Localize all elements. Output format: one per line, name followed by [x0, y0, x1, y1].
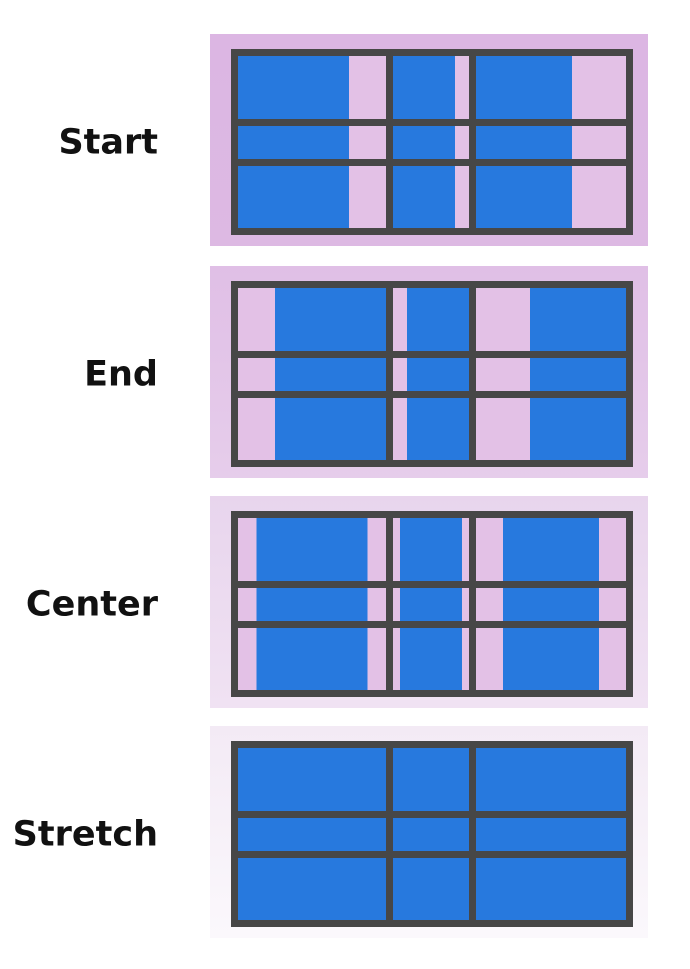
grid-item: [238, 126, 349, 159]
grid-line-horizontal: [231, 920, 633, 927]
grid-item: [275, 358, 386, 391]
grid-item: [393, 126, 455, 159]
grid-line-vertical: [386, 741, 393, 927]
grid-item: [407, 358, 469, 391]
grid-item: [407, 398, 469, 460]
grid-item: [238, 818, 386, 851]
grid-item: [275, 398, 386, 460]
grid-item: [503, 518, 599, 581]
grid-line-horizontal: [231, 281, 633, 288]
grid-line-vertical: [469, 49, 476, 235]
grid-line-horizontal: [231, 581, 633, 588]
grid-item: [400, 588, 462, 621]
grid-line-vertical: [231, 511, 238, 697]
grid-item: [476, 166, 572, 228]
grid-line-horizontal: [231, 228, 633, 235]
grid-item: [476, 126, 572, 159]
grid-line-vertical: [469, 741, 476, 927]
grid-item: [476, 858, 626, 920]
grid-line-vertical: [626, 49, 633, 235]
grid-item: [238, 748, 386, 811]
grid-item: [476, 56, 572, 119]
grid-line-horizontal: [231, 511, 633, 518]
grid-item: [530, 288, 626, 351]
grid-line-horizontal: [231, 690, 633, 697]
panel-stretch: [210, 726, 648, 938]
grid-line-vertical: [626, 281, 633, 467]
grid-line-vertical: [469, 281, 476, 467]
grid-item: [503, 628, 599, 690]
grid-line-vertical: [231, 49, 238, 235]
grid-item: [238, 858, 386, 920]
panel-start: [210, 34, 648, 246]
grid-line-horizontal: [231, 49, 633, 56]
grid-item: [256, 518, 368, 581]
panel-center: [210, 496, 648, 708]
grid-item: [407, 288, 469, 351]
grid-line-vertical: [386, 511, 393, 697]
grid-line-vertical: [469, 511, 476, 697]
label-stretch: Stretch: [12, 814, 158, 855]
grid-item: [530, 358, 626, 391]
grid-item: [400, 518, 462, 581]
label-end: End: [84, 354, 158, 395]
grid-item: [256, 628, 368, 690]
grid-line-vertical: [386, 49, 393, 235]
grid-item: [275, 288, 386, 351]
grid-item: [393, 56, 455, 119]
grid-diagram-center: [210, 496, 648, 708]
grid-item: [393, 748, 469, 811]
grid-item: [393, 818, 469, 851]
grid-diagram-stretch: [210, 726, 648, 938]
grid-item: [256, 588, 368, 621]
grid-line-horizontal: [231, 391, 633, 398]
grid-item: [503, 588, 599, 621]
grid-line-horizontal: [231, 119, 633, 126]
grid-item: [238, 166, 349, 228]
grid-line-vertical: [626, 741, 633, 927]
grid-item: [393, 858, 469, 920]
grid-line-horizontal: [231, 851, 633, 858]
grid-line-vertical: [231, 741, 238, 927]
grid-item: [400, 628, 462, 690]
grid-item: [393, 166, 455, 228]
grid-line-horizontal: [231, 351, 633, 358]
grid-line-horizontal: [231, 811, 633, 818]
grid-item: [530, 398, 626, 460]
grid-item: [476, 748, 626, 811]
grid-line-horizontal: [231, 159, 633, 166]
grid-item: [476, 818, 626, 851]
panel-end: [210, 266, 648, 478]
grid-item: [238, 56, 349, 119]
grid-line-horizontal: [231, 741, 633, 748]
grid-line-horizontal: [231, 621, 633, 628]
grid-line-vertical: [626, 511, 633, 697]
grid-line-horizontal: [231, 460, 633, 467]
label-start: Start: [58, 122, 158, 163]
label-center: Center: [25, 584, 158, 625]
grid-diagram-start: [210, 34, 648, 246]
grid-line-vertical: [231, 281, 238, 467]
grid-line-vertical: [386, 281, 393, 467]
grid-diagram-end: [210, 266, 648, 478]
